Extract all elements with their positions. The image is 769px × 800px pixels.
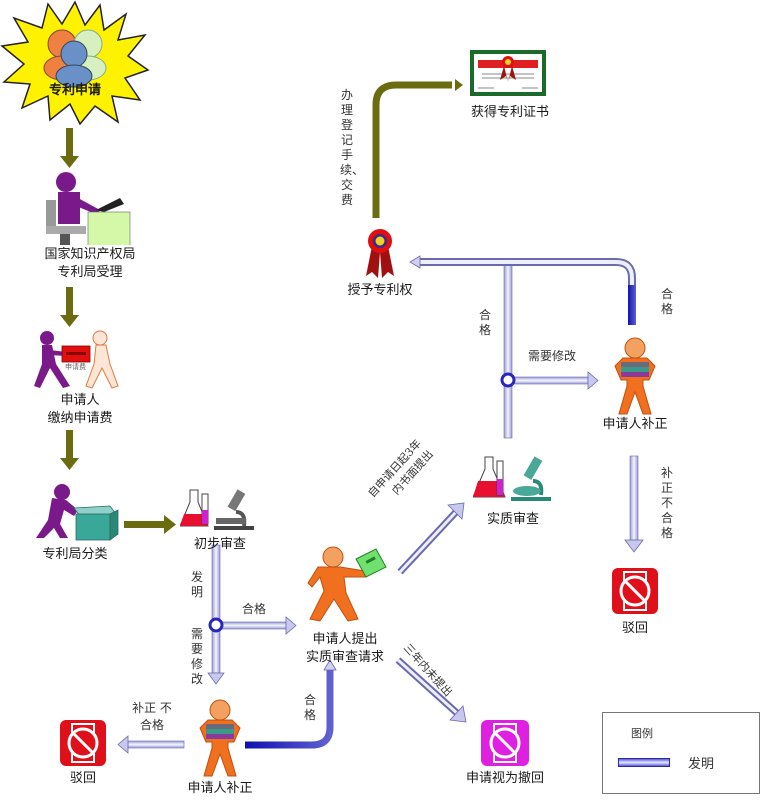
reject-icon [60, 720, 106, 766]
arrow-apply-to-accept [60, 128, 79, 168]
legend: 图例 发明 [602, 712, 760, 794]
node-pay-label-1: 申请人 [60, 393, 100, 408]
clerk-at-desk-icon [46, 172, 131, 249]
arrow-sub-need-modify [511, 371, 599, 390]
arrow-to-grant [409, 255, 636, 325]
award-ribbon-icon [366, 229, 394, 278]
node-pay-fee[interactable]: 申请费 申请人 缴纳申请费 [30, 330, 130, 430]
junction-sub [500, 372, 516, 388]
node-classify[interactable]: 专利局分类 [30, 480, 120, 570]
node-reject-right[interactable]: 驳回 [610, 566, 660, 636]
node-correct-left[interactable]: 申请人补正 [180, 698, 260, 798]
edge-label-prelim-qualified: 合格 [242, 602, 267, 616]
certificate-icon [470, 50, 546, 96]
node-correct-right-label: 申请人补正 [602, 417, 668, 432]
edge-label-left-correct-fail: 补正 不合格 [132, 701, 172, 732]
arrow-accept-to-pay [60, 287, 79, 327]
applicant-submitting-icon [307, 546, 387, 622]
node-certificate-label: 获得专利证书 [470, 105, 549, 120]
node-preliminary[interactable]: 初步审查 [179, 488, 260, 554]
node-preliminary-label: 初步审查 [193, 537, 246, 552]
lab-flask-microscope-icon [472, 456, 551, 501]
node-classify-label: 专利局分类 [42, 547, 108, 562]
node-withdrawn-label: 申请视为撤回 [465, 771, 544, 786]
node-accept-label-1: 国家知识产权局 [44, 247, 136, 262]
node-apply-label: 专利申请 [48, 83, 101, 98]
line-preliminary-down [207, 544, 225, 685]
node-accept-label-2: 专利局受理 [57, 265, 123, 280]
node-reject-left-label: 驳回 [69, 771, 96, 786]
node-pay-label-2: 缴纳申请费 [47, 411, 113, 426]
arrow-not-within-3-years [395, 657, 467, 723]
edge-label-sub-need-modify: 需要修改 [528, 349, 577, 363]
arrow-prelim-qualified [217, 616, 297, 635]
arrow-classify-to-preliminary [124, 515, 176, 534]
node-substantive-label: 实质审查 [486, 512, 539, 527]
node-apply[interactable]: 专利申请 [0, 0, 150, 126]
arrow-within-3-years [397, 502, 465, 575]
node-withdrawn[interactable]: 申请视为撤回 [455, 718, 555, 788]
node-request-label-2: 实质审查请求 [305, 650, 384, 665]
node-reject-right-label: 驳回 [621, 621, 648, 636]
starburst-icon [0, 0, 150, 126]
line-substantive-up [503, 262, 513, 439]
node-grant-label: 授予专利权 [347, 283, 413, 298]
node-accept[interactable]: 国家知识产权局 专利局受理 [20, 170, 160, 285]
junction-prelim [208, 617, 224, 633]
node-correct-left-label: 申请人补正 [187, 781, 253, 796]
node-request-label-1: 申请人提出 [312, 632, 378, 647]
node-grant[interactable]: 授予专利权 [340, 228, 420, 300]
box-packing-icon [36, 484, 119, 541]
edge-label-invention: 发明 [190, 570, 203, 599]
arrow-left-correct-fail [117, 735, 185, 754]
edge-label-left-qualified: 合格 [303, 693, 316, 722]
arrow-right-correct-fail [624, 455, 644, 553]
edge-label-prelim-need-modify: 需要修改 [190, 627, 203, 686]
edge-label-sub-qualified: 合格 [478, 308, 491, 337]
applicant-with-books-icon [614, 337, 656, 415]
lab-flask-microscope-icon [179, 489, 254, 530]
node-request-substantive[interactable]: 申请人提出 实质审查请求 [290, 545, 400, 670]
legend-title: 图例 [631, 727, 653, 740]
arrow-left-qualified-up [245, 659, 337, 749]
node-correct-right[interactable]: 申请人补正 [595, 336, 675, 436]
node-substantive[interactable]: 实质审查 [472, 455, 553, 527]
legend-swatch-invention [618, 758, 670, 767]
applicant-with-books-icon [199, 699, 241, 777]
fee-label: 申请费 [65, 363, 86, 371]
legend-item-invention: 发明 [688, 757, 715, 772]
withdrawn-icon [481, 720, 529, 766]
arrow-pay-to-classify [60, 430, 79, 470]
edge-label-register: 办理登记手续、交费 [340, 88, 365, 207]
edge-label-right-correct-fail: 补正不合格 [660, 466, 673, 540]
edge-label-right-qualified: 合格 [660, 287, 673, 316]
reject-icon [612, 568, 658, 614]
arrow-grant-to-certificate [372, 79, 463, 218]
handover-fee-icon [34, 330, 119, 389]
node-reject-left[interactable]: 驳回 [58, 718, 108, 788]
node-certificate[interactable]: 获得专利证书 [460, 50, 560, 125]
